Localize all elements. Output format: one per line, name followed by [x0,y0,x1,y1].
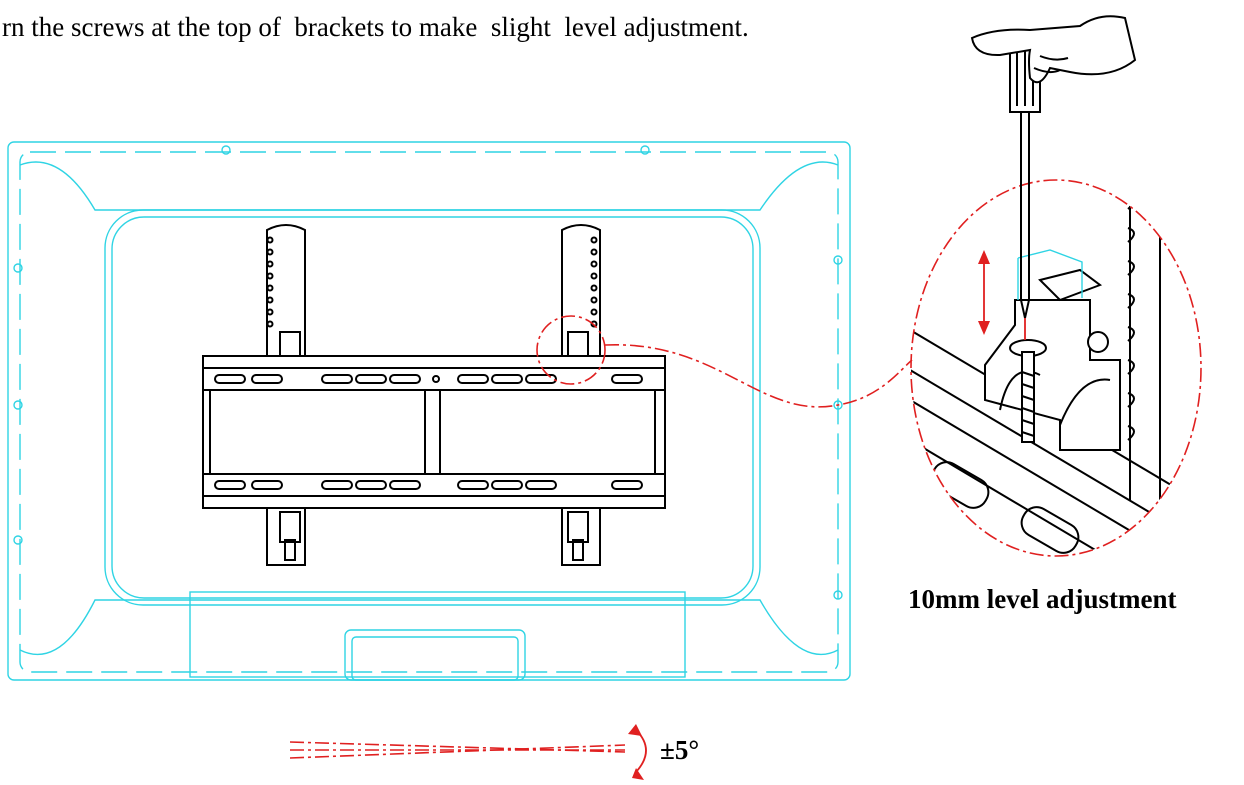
tilt-label: ±5° [660,735,700,765]
instruction-text: rn the screws at the top of brackets to … [2,12,749,42]
tilt-indicator [289,741,626,759]
tv-back-outline [7,141,851,681]
adjustment-label: 10mm level adjustment [908,584,1177,614]
screw-icon [1009,339,1047,443]
screwdriver-icon [1009,41,1041,340]
zoom-detail [910,179,1202,557]
double-arrow-icon [978,250,990,335]
hand-icon [970,15,1137,84]
wall-plate-slots-bottom [214,480,643,490]
callout-circle [536,315,913,408]
wall-plate-slots-top [214,374,643,384]
wall-plate [202,355,666,509]
rotation-arrow-icon [628,724,647,780]
